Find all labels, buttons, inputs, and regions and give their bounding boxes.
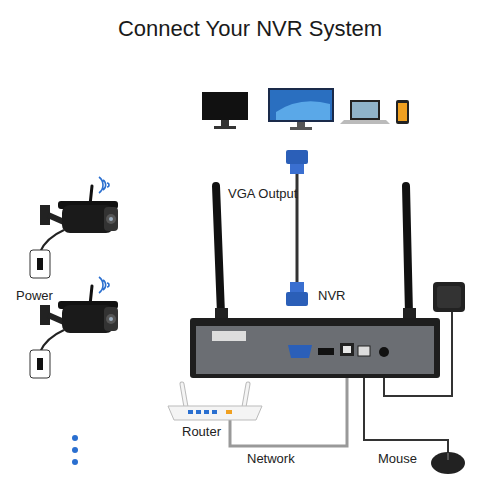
monitor-base	[214, 126, 236, 129]
router-antenna	[244, 384, 248, 407]
monitor-screen	[202, 92, 248, 120]
page-title: Connect Your NVR System	[0, 16, 500, 42]
phone-screen	[398, 103, 407, 121]
cable-label: Mouse	[378, 451, 417, 466]
router-port	[188, 410, 193, 414]
phone-body	[396, 100, 409, 124]
monitor-stand	[297, 122, 305, 127]
antenna	[406, 186, 409, 314]
laptop-screen	[352, 102, 378, 118]
mouse	[431, 452, 465, 474]
camera-lens-glass	[109, 217, 113, 221]
power-label: Power	[16, 288, 53, 303]
adapter-body	[433, 282, 465, 312]
power-adapter	[433, 282, 465, 312]
wifi-symbol	[99, 277, 109, 293]
power-plug	[30, 350, 50, 378]
more-dots	[72, 435, 78, 465]
camera-mount	[48, 315, 64, 322]
mouse-body	[431, 452, 465, 474]
vga-plug-neck	[290, 164, 304, 174]
monitor-stand	[221, 120, 229, 126]
camera-cable	[40, 330, 64, 352]
phone	[396, 100, 409, 124]
camera-face	[104, 307, 118, 331]
router-wan-port	[226, 410, 232, 414]
monitor-frame	[268, 88, 334, 122]
power-port	[379, 347, 389, 357]
camera-lens	[106, 314, 116, 324]
lan-port	[340, 343, 354, 356]
power-plug	[30, 250, 50, 278]
vga-plug	[286, 150, 308, 164]
dot	[72, 435, 78, 441]
wifi-symbol	[99, 177, 109, 193]
router	[168, 384, 262, 420]
vga-plug-neck	[290, 282, 304, 292]
cable-label: Network	[247, 451, 295, 466]
camera-lens	[106, 214, 116, 224]
mouse-wheel	[447, 453, 449, 460]
laptop-lid	[350, 100, 380, 120]
usb-port	[358, 346, 370, 356]
router-port	[204, 410, 209, 414]
monitor-screen	[270, 90, 332, 120]
nvr-antennas	[215, 186, 416, 320]
camera-face	[104, 207, 118, 231]
nvr-housing	[190, 318, 440, 378]
mouse-cable	[364, 372, 448, 452]
camera-lens-glass	[109, 317, 113, 321]
dot	[72, 459, 78, 465]
vga-cable	[286, 150, 308, 306]
hdmi-port	[318, 348, 334, 355]
widescreen-monitor	[268, 88, 334, 130]
wifi-camera	[30, 177, 118, 278]
camera-mount	[48, 215, 64, 222]
antenna	[216, 186, 221, 314]
cable-label: VGA Output	[228, 186, 297, 201]
device-label: NVR	[318, 288, 345, 303]
monitor	[202, 92, 248, 129]
plug-slot	[37, 258, 43, 270]
nvr-recorder	[190, 318, 440, 378]
screen-wave	[276, 101, 330, 120]
router-port	[212, 410, 217, 414]
camera-cable	[40, 230, 64, 252]
plug-slot	[37, 358, 43, 370]
device-label: Router	[182, 424, 221, 439]
router-port	[196, 410, 201, 414]
laptop	[340, 100, 390, 124]
laptop-base	[340, 120, 390, 124]
lan-plug	[343, 346, 351, 353]
router-antenna	[244, 384, 248, 407]
vga-plug	[286, 292, 308, 306]
vga-port	[288, 345, 312, 358]
router-antenna	[182, 384, 186, 407]
nvr-rear-panel	[196, 326, 434, 374]
router-body	[168, 406, 262, 420]
monitor-base	[290, 127, 312, 130]
nvr-sticker	[212, 331, 246, 341]
adapter-face	[437, 286, 461, 308]
dot	[72, 447, 78, 453]
router-antenna	[182, 384, 186, 407]
